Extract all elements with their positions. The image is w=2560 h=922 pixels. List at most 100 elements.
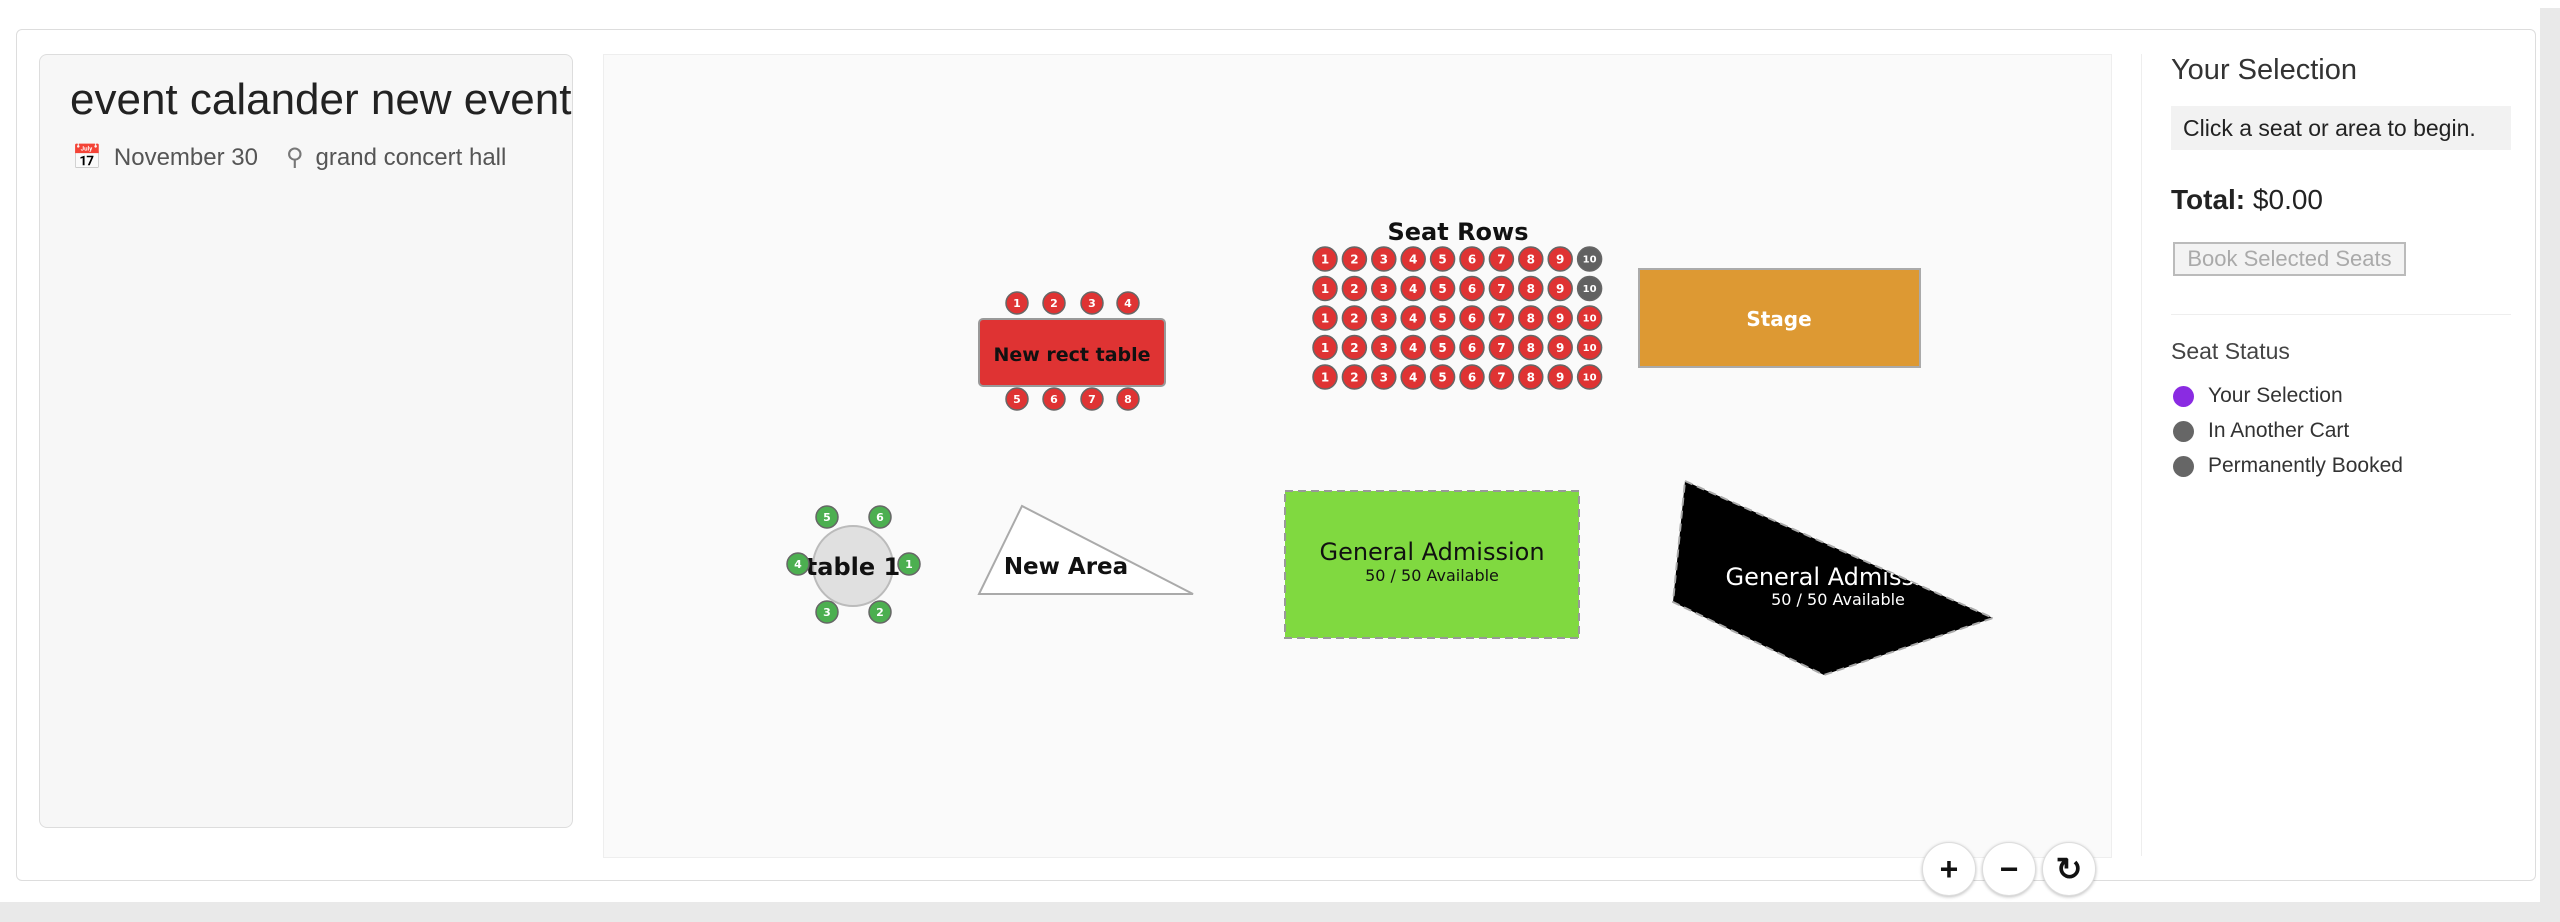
seat[interactable]: 3 (1371, 246, 1397, 272)
seat[interactable]: 5 (1429, 334, 1456, 361)
seat[interactable]: 6 (1459, 334, 1485, 361)
zoom-out-button[interactable]: − (1982, 842, 2036, 896)
seat[interactable]: 7 (1488, 275, 1515, 302)
seat-circle[interactable] (1312, 334, 1338, 361)
seat[interactable]: 9 (1547, 305, 1573, 331)
reset-view-button[interactable]: ↻ (2042, 842, 2096, 896)
seat-circle[interactable] (1459, 334, 1485, 361)
seat-circle[interactable] (1459, 305, 1485, 331)
seat-circle[interactable] (1341, 305, 1368, 331)
seat-circle[interactable] (1116, 387, 1140, 411)
round-table[interactable]: table 1 (806, 525, 900, 607)
seat[interactable]: 6 (868, 505, 892, 529)
seat-circle[interactable] (1005, 387, 1029, 411)
seat-circle[interactable] (1042, 387, 1066, 411)
seat-circle[interactable] (1547, 334, 1573, 361)
seat[interactable]: 3 (815, 600, 839, 624)
seat[interactable]: 3 (1371, 334, 1397, 361)
seat[interactable]: 2 (1341, 334, 1368, 361)
seat-circle[interactable] (1547, 364, 1573, 390)
seat-circle[interactable] (1371, 364, 1397, 390)
seat-circle[interactable] (1371, 334, 1397, 361)
seat-circle[interactable] (1576, 246, 1603, 272)
seat[interactable]: 9 (1547, 334, 1573, 361)
seat[interactable]: 4 (1116, 291, 1140, 315)
seat[interactable]: 4 (1400, 305, 1426, 331)
seat[interactable]: 5 (1005, 387, 1029, 411)
seat-circle[interactable] (1576, 334, 1603, 361)
seat-circle[interactable] (1080, 291, 1104, 315)
seat-circle[interactable] (815, 505, 839, 529)
seat-circle[interactable] (1518, 364, 1544, 390)
seat[interactable]: 10 (1576, 275, 1603, 302)
seat-circle[interactable] (1518, 246, 1544, 272)
seat-circle[interactable] (1400, 334, 1426, 361)
seat-circle[interactable] (1341, 246, 1368, 272)
seat[interactable]: 1 (1005, 291, 1029, 315)
seat-circle[interactable] (1341, 364, 1368, 390)
seat[interactable]: 4 (1400, 246, 1426, 272)
seat-circle[interactable] (1547, 275, 1573, 302)
seat-circle[interactable] (1312, 364, 1338, 390)
seat-circle[interactable] (1429, 334, 1456, 361)
new-area[interactable]: New Area (977, 504, 1194, 595)
seat[interactable]: 7 (1488, 364, 1515, 390)
seat[interactable]: 3 (1371, 364, 1397, 390)
seat-circle[interactable] (1547, 246, 1573, 272)
seat[interactable]: 6 (1042, 387, 1066, 411)
seat[interactable]: 1 (897, 552, 921, 576)
seat[interactable]: 9 (1547, 275, 1573, 302)
seat-circle[interactable] (1312, 305, 1338, 331)
seat[interactable]: 6 (1459, 246, 1485, 272)
seat-circle[interactable] (1371, 246, 1397, 272)
seat[interactable]: 10 (1576, 364, 1603, 390)
seat-circle[interactable] (1400, 364, 1426, 390)
seat-circle[interactable] (868, 600, 892, 624)
seat-circle[interactable] (897, 552, 921, 576)
seat-circle[interactable] (1341, 334, 1368, 361)
seat[interactable]: 8 (1116, 387, 1140, 411)
zoom-in-button[interactable]: + (1922, 842, 1976, 896)
seat[interactable]: 2 (868, 600, 892, 624)
seat-circle[interactable] (1341, 275, 1368, 302)
general-admission-black[interactable]: General Admission 50 / 50 Available (1671, 479, 1996, 677)
seat[interactable]: 7 (1488, 334, 1515, 361)
seat[interactable]: 4 (1400, 334, 1426, 361)
seat-circle[interactable] (1518, 305, 1544, 331)
seat-circle[interactable] (1488, 246, 1515, 272)
seat-circle[interactable] (1488, 305, 1515, 331)
seat[interactable]: 6 (1459, 275, 1485, 302)
seat[interactable]: 1 (1312, 246, 1338, 272)
seat-circle[interactable] (1488, 364, 1515, 390)
seat-circle[interactable] (1005, 291, 1029, 315)
seat[interactable]: 7 (1080, 387, 1104, 411)
seat[interactable]: 4 (1400, 364, 1426, 390)
seat[interactable]: 10 (1576, 334, 1603, 361)
seat[interactable]: 7 (1488, 305, 1515, 331)
seat-circle[interactable] (1400, 246, 1426, 272)
general-admission-green[interactable]: General Admission 50 / 50 Available (1284, 490, 1580, 639)
seat[interactable]: 9 (1547, 246, 1573, 272)
seat[interactable]: 2 (1341, 305, 1368, 331)
seat[interactable]: 2 (1042, 291, 1066, 315)
seat[interactable]: 5 (1429, 364, 1456, 390)
seat[interactable]: 3 (1371, 305, 1397, 331)
seat-circle[interactable] (1371, 305, 1397, 331)
seat[interactable]: 1 (1312, 305, 1338, 331)
seat-circle[interactable] (1429, 364, 1456, 390)
seat-circle[interactable] (1429, 246, 1456, 272)
seat-circle[interactable] (1429, 305, 1456, 331)
seat-circle[interactable] (1312, 275, 1338, 302)
seat-circle[interactable] (1371, 275, 1397, 302)
seat[interactable]: 5 (1429, 305, 1456, 331)
seat[interactable]: 8 (1518, 246, 1544, 272)
seat-circle[interactable] (1400, 275, 1426, 302)
seat-circle[interactable] (1547, 305, 1573, 331)
seat-circle[interactable] (1400, 305, 1426, 331)
seat-circle[interactable] (1518, 275, 1544, 302)
seat-circle[interactable] (1080, 387, 1104, 411)
seat[interactable]: 6 (1459, 364, 1485, 390)
